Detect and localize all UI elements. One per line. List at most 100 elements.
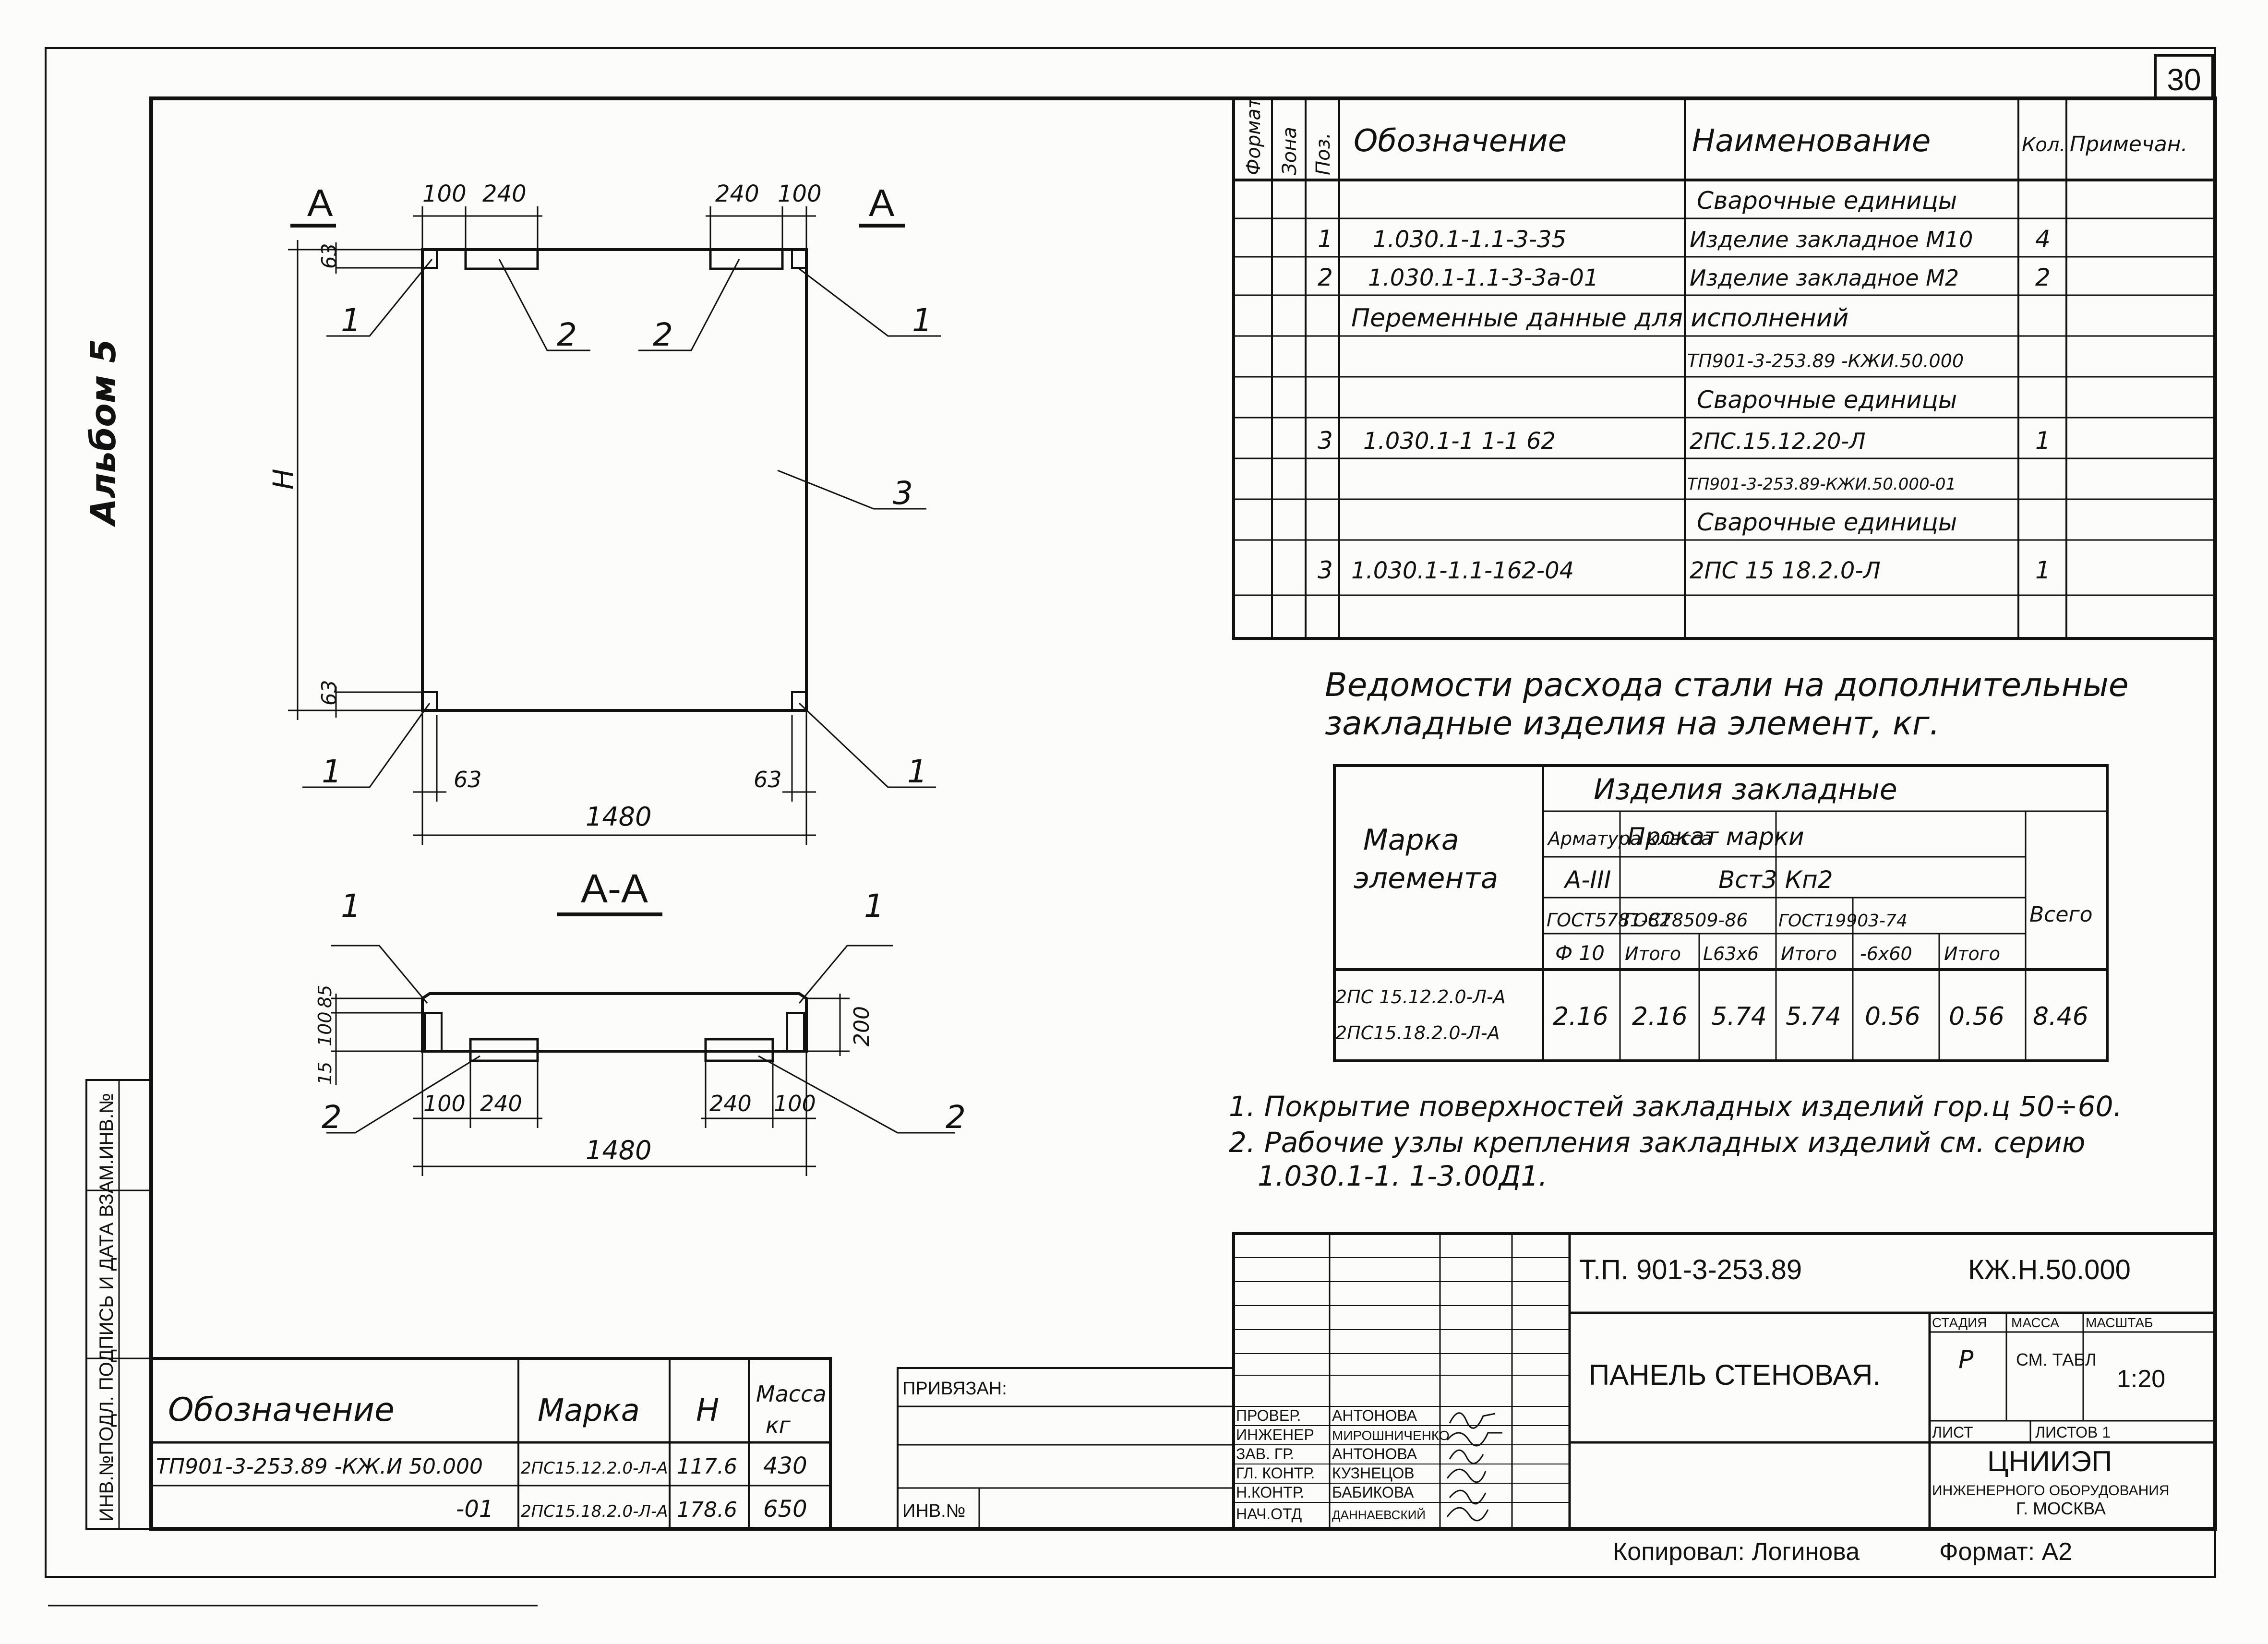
spec-r1-designation: 1.030.1-1.1-3-35 [1373,226,1566,253]
spec-r4-name: ТП901-3-253.89 -КЖИ.50.000 [1687,350,1964,372]
spec-r1-pos: 1 [1318,225,1333,253]
steel-v-3: 5.74 [1711,1002,1767,1031]
tb-name-3: АНТОНОВА [1332,1445,1417,1463]
steel-v-5: 0.56 [1865,1002,1920,1031]
variants-h-mark: Марка [538,1393,640,1428]
tb-name-6: ДАННАЕВСКИЙ [1332,1508,1426,1522]
section-pos-2-right: 2 [946,1099,966,1136]
tb-scale-h: МАСШТАБ [2086,1315,2153,1330]
dim-200: 200 [850,1006,874,1046]
steel-title-1: Ведомости расхода стали на дополнительны… [1325,666,2129,704]
variants-r1-H: 178.6 [677,1498,737,1522]
steel-v-6: 0.56 [1949,1002,2004,1031]
dim-1480-section: 1480 [586,1135,651,1165]
steel-h-vsego: Всего [2029,902,2092,927]
variants-h-mass-1: Масса [756,1381,827,1407]
inner-frame [149,96,2217,1531]
steel-h-items: Изделия закладные [1594,773,1897,806]
spec-r1-qty: 4 [2035,225,2051,253]
variants-h-mass-2: кг [766,1412,791,1438]
note-2: 2. Рабочие узлы крепления закладных изде… [1229,1126,2086,1159]
variants-r1-mark: 2ПС15.18.2.0-Л-А [521,1502,668,1521]
tb-role-1: ПРОВЕР. [1236,1407,1301,1424]
note-1: 1. Покрытие поверхностей закладных издел… [1229,1090,2122,1123]
dim-85: 85 [314,985,336,1008]
spec-r2-designation: 1.030.1-1.1-3-3а-01 [1368,264,1598,291]
dim-240-top-left: 240 [482,180,527,207]
dim-15: 15 [314,1062,336,1085]
tb-role-2: ИНЖЕНЕР [1236,1426,1314,1443]
section-pos-1-right: 1 [864,888,884,924]
steel-h-marka-1: Марка [1363,823,1459,857]
tb-stage-h: СТАДИЯ [1932,1315,1987,1330]
steel-mark-1: 2ПС 15.12.2.0-Л-А [1335,986,1506,1008]
pos-1-tr: 1 [912,302,932,339]
steel-v-4: 5.74 [1786,1002,1841,1031]
tb-org-1: ЦНИИЭП [1987,1445,2112,1477]
bound-inv: ИНВ.№ [902,1501,965,1521]
variants-r0-H: 117.6 [677,1454,737,1479]
section-mark-right: A [869,181,895,224]
spec-r2-qty: 2 [2035,264,2051,291]
dim-100-vert: 100 [314,1011,336,1046]
steel-v-2: 2.16 [1632,1002,1688,1031]
tb-project: Т.П. 901-3-253.89 [1579,1254,1802,1285]
spec-r6-qty: 1 [2035,427,2051,455]
tb-name-2: МИРОШНИЧЕНКО [1332,1428,1450,1443]
spec-h-qty: Кол. [2022,134,2065,156]
tb-scale: 1:20 [2117,1365,2165,1393]
variants-r0-mark: 2ПС15.12.2.0-Л-А [521,1459,668,1478]
steel-h-gost2: ГОСТ8509-86 [1623,910,1748,931]
spec-h-format: Формат [1243,96,1265,175]
section-pos-2-left: 2 [322,1099,342,1136]
tb-name-4: КУЗНЕЦОВ [1332,1464,1415,1482]
steel-h-phi10: Ф 10 [1555,941,1605,965]
steel-h-l63: L63x6 [1703,943,1759,964]
steel-v-1: 2.16 [1553,1002,1608,1031]
dim-63-bl: 63 [454,767,482,792]
sheet-number: 30 [2167,62,2201,97]
steel-h-vst: Вст3 Кп2 [1718,866,1833,894]
steel-h-itogo3: Итого [1944,943,2000,964]
spec-r9-designation: 1.030.1-1.1-162-04 [1351,557,1574,584]
steel-h-gost1: ГОСТ5781-82 [1547,910,1671,931]
tb-org-2: ИНЖЕНЕРНОГО ОБОРУДОВАНИЯ [1932,1483,2170,1499]
steel-title-2: закладные изделия на элемент, кг. [1325,705,1940,743]
variants-table [150,1357,832,1530]
pos-3: 3 [893,475,913,512]
tb-copied: Копировал: Логинова [1613,1538,1860,1566]
variants-r0-designation: ТП901-3-253.89 -КЖ.И 50.000 [156,1454,483,1479]
steel-h-armatura: Арматура класса [1547,828,1712,849]
tb-title: ПАНЕЛЬ СТЕНОВАЯ. [1589,1359,1881,1391]
tb-format: Формат: А2 [1939,1538,2072,1566]
spec-r9-name: 2ПС 15 18.2.0-Л [1690,557,1881,584]
left-strip-label: ИНВ.№ПОДЛ. ПОДПИСЬ И ДАТА ВЗАМ.ИНВ.№ [96,1093,117,1522]
variants-h-designation: Обозначение [168,1391,395,1429]
dim-100-top-right: 100 [778,180,822,207]
tb-org-3: Г. МОСКВА [2016,1499,2106,1518]
tb-role-6: НАЧ.ОТД [1236,1505,1302,1523]
tb-role-3: ЗАВ. ГР. [1236,1445,1294,1463]
dim-100-top-left: 100 [422,180,467,207]
pos-2-right: 2 [653,316,673,353]
section-dim-240-left: 240 [480,1091,522,1116]
spec-r9-qty: 1 [2035,556,2051,584]
steel-h-6x60: -6x60 [1860,943,1912,964]
spec-h-designation: Обозначение [1354,123,1567,159]
note-3: 1.030.1-1. 1-3.00Д1. [1258,1160,1548,1192]
bound-label: ПРИВЯЗАН: [902,1379,1007,1399]
dim-1480-plan: 1480 [586,802,651,832]
tb-role-5: Н.КОНТР. [1236,1484,1304,1501]
section-title: A-A [581,866,648,911]
steel-table [1333,764,2109,1062]
section-pos-1-left: 1 [341,888,361,924]
spec-r9-pos: 3 [1318,556,1333,584]
variants-r1-mass: 650 [763,1496,807,1523]
tb-stage: Р [1958,1345,1974,1374]
steel-h-itogo1: Итого [1625,943,1681,964]
pos-1-tl: 1 [341,302,361,339]
tb-mass: СМ. ТАБЛ [2016,1350,2097,1369]
tb-sheets: ЛИСТОВ 1 [2035,1424,2111,1441]
